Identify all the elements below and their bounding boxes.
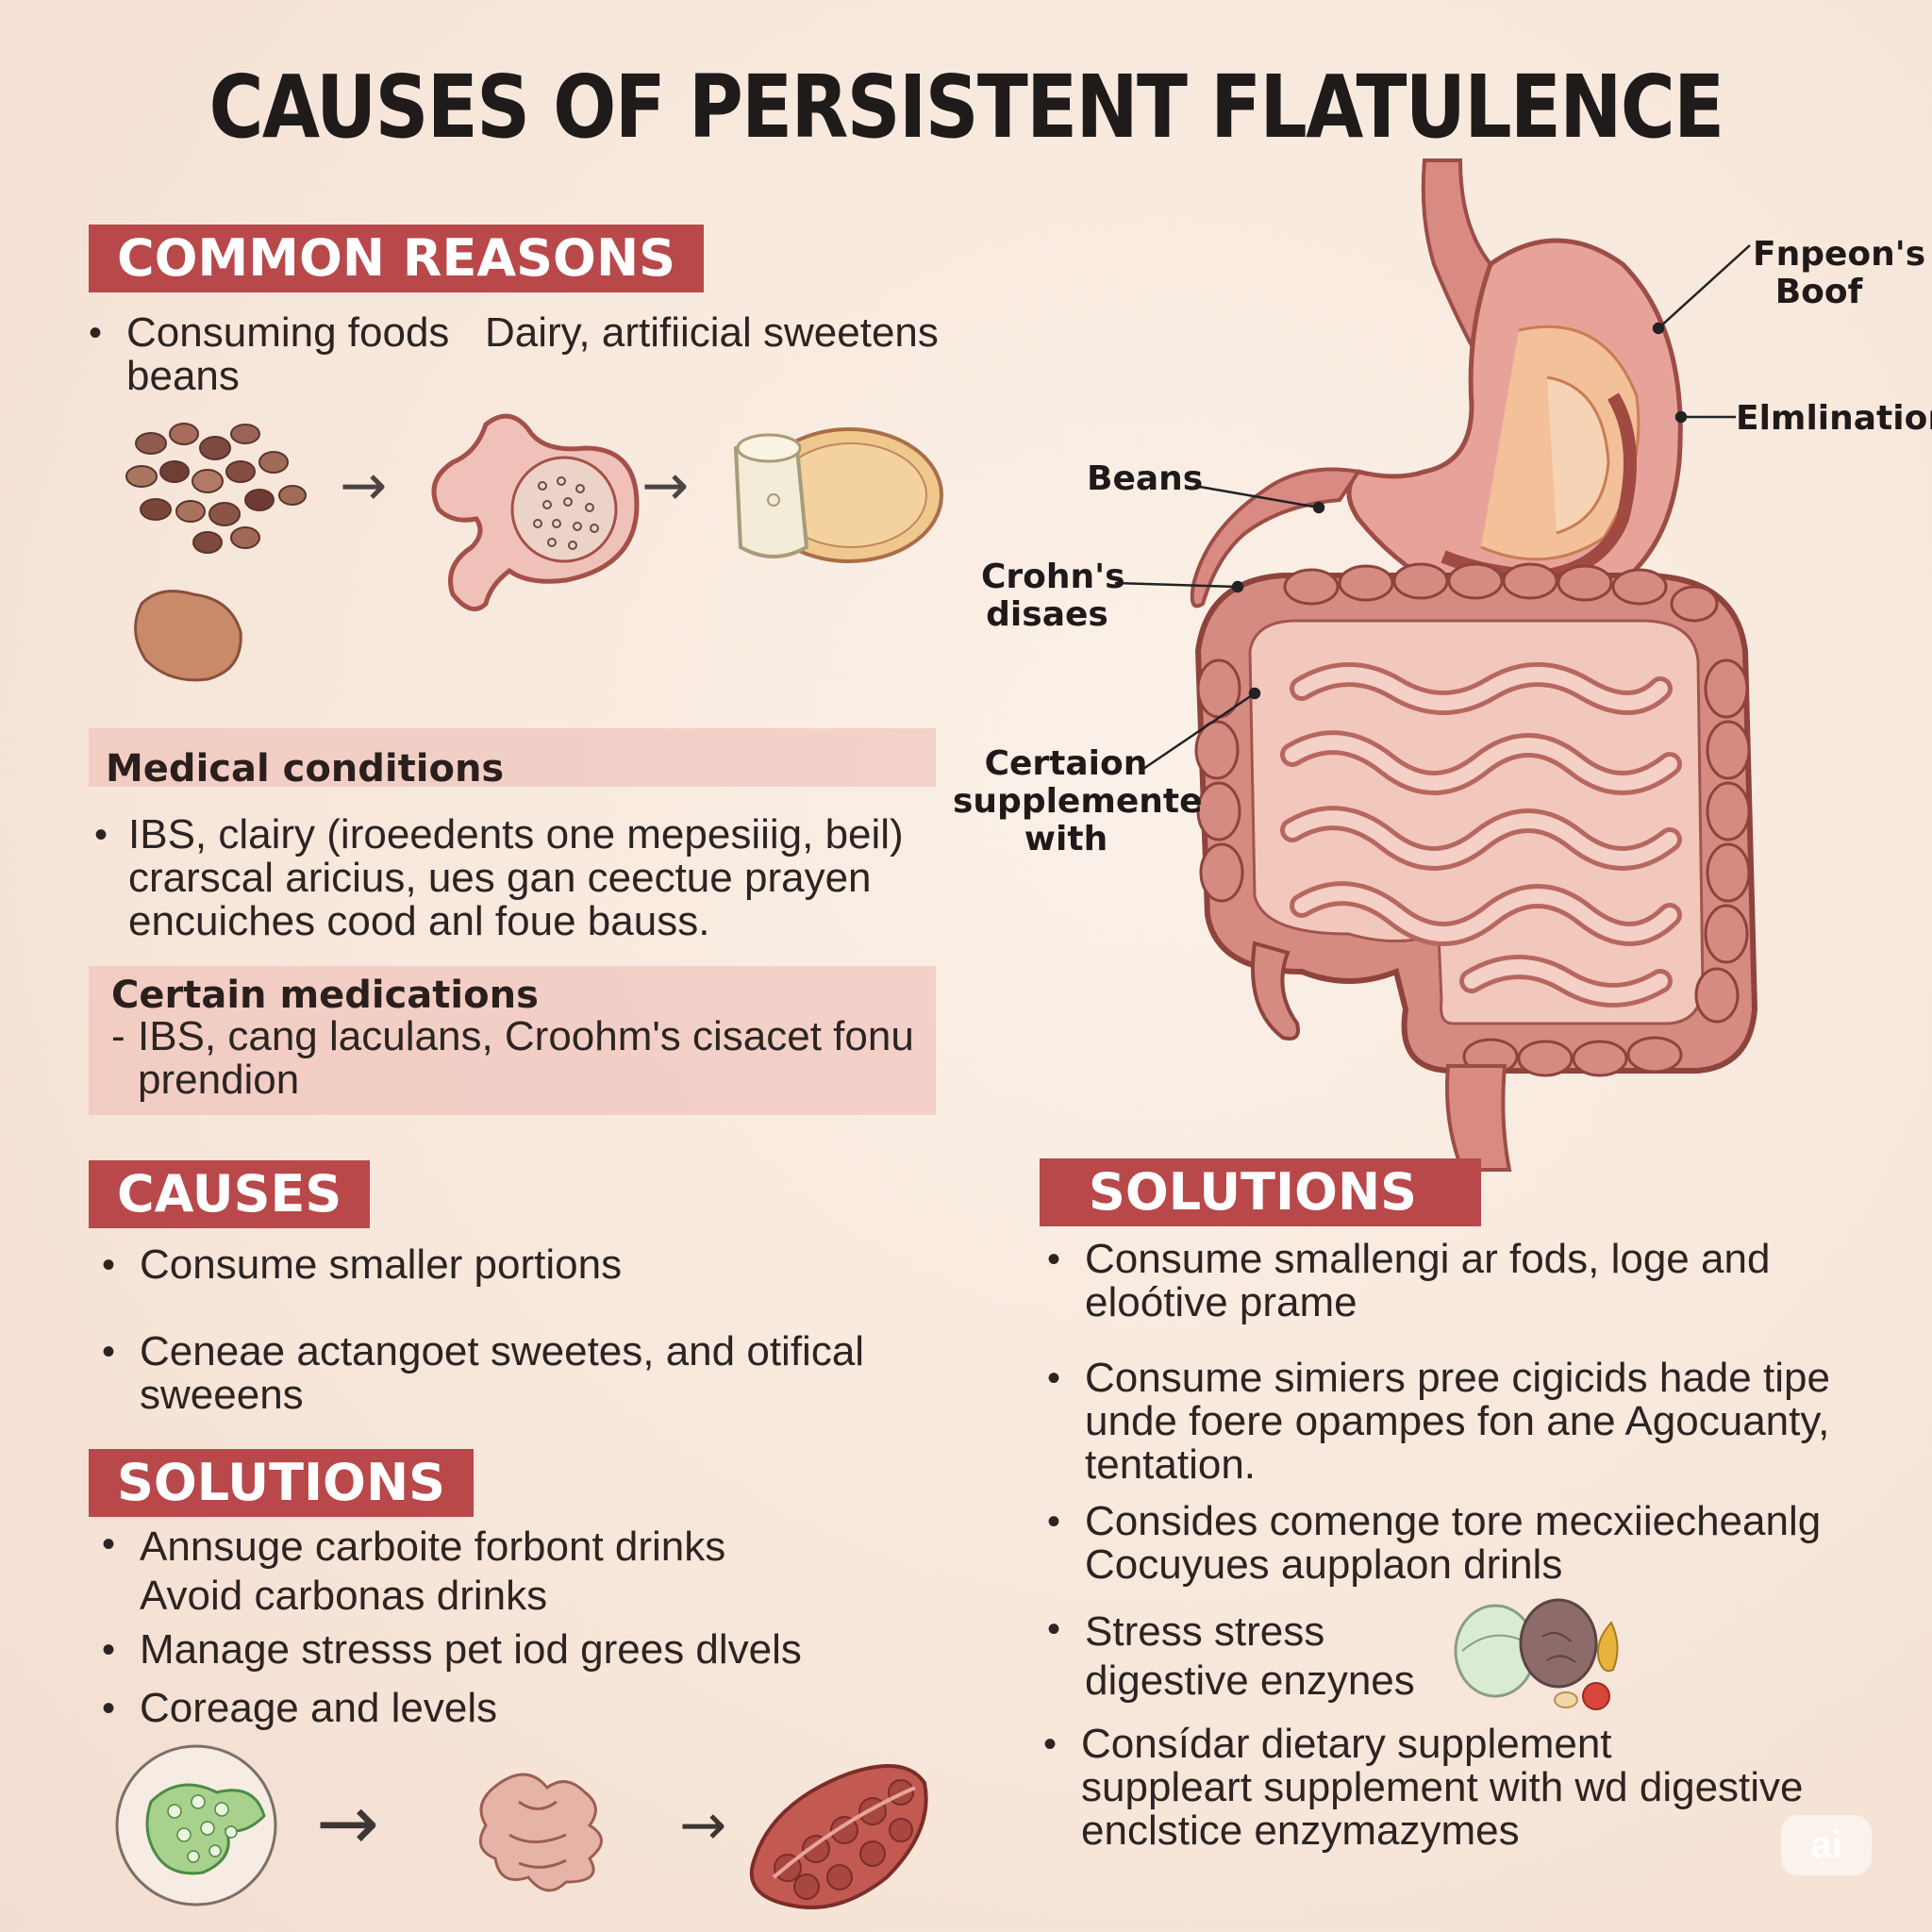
bullet-dot: •	[102, 1244, 116, 1286]
certain-medications-bullet: - IBS, cang laculans, Croohm's cisacet f…	[111, 1015, 941, 1102]
causes-heading: CAUSES	[89, 1160, 371, 1228]
bullet-dot: •	[1047, 1357, 1061, 1399]
solutions-right-bullet-5: • Consídar dietary supplement suppleart …	[1043, 1723, 1911, 1853]
causes-bullet-1-text: Consume smaller portions	[140, 1241, 623, 1288]
bottom-illustrations: → →	[115, 1744, 928, 1909]
digestive-system-diagram	[1114, 158, 1758, 1172]
solutions-right-bullet-4-text: Stress stress digestive enzynes	[1085, 1608, 1415, 1704]
label-crohns: Crohn's disaes	[981, 558, 1125, 634]
bullet-dot: •	[102, 1629, 116, 1671]
arrow-icon: →	[679, 1792, 726, 1858]
common-reasons-bullet-left: • Consuming foods beans	[89, 311, 504, 398]
solutions-right-bullet-4: • Stress stress digestive enzynes	[1047, 1607, 1462, 1706]
solutions-right-bullet-5-text: Consídar dietary supplement suppleart su…	[1081, 1721, 1804, 1854]
beans-illustration	[125, 423, 307, 554]
medical-conditions-text: IBS, clairy (iroeedents one mepesiiig, b…	[128, 811, 904, 944]
causes-bullet-2: • Ceneae actangoet sweetes, and otifical…	[102, 1330, 932, 1417]
bullet-dot: •	[1047, 1501, 1061, 1542]
arrow-icon: →	[641, 453, 689, 519]
solutions-left-bullet-1-text: Annsuge carboite forbont drinks Avoid ca…	[140, 1524, 726, 1619]
solutions-right-bullet-1: • Consume smallengi ar fods, loge and el…	[1047, 1238, 1896, 1324]
solutions-right-bullet-3: • Consides comenge tore mecxiiecheanlg C…	[1047, 1500, 1896, 1587]
dairy-illustration	[733, 427, 943, 563]
medical-conditions-heading: Medical conditions	[106, 747, 505, 791]
common-reasons-heading: COMMON REASONS	[89, 225, 705, 292]
rectum	[1445, 1064, 1512, 1172]
arrow-icon: →	[316, 1779, 379, 1867]
page-title: CAUSES OF PERSISTENT FLATULENCE	[208, 57, 1725, 158]
common-reasons-bullet-left-text: Consuming foods beans	[126, 309, 450, 399]
certain-medications-text: IBS, cang laculans, Croohm's cisacet fon…	[138, 1013, 914, 1103]
arrow-icon: →	[340, 453, 387, 519]
medical-conditions-band	[89, 728, 936, 787]
solutions-right-bullet-2-text: Consume simiers pree cigicids hade tipe …	[1085, 1355, 1830, 1488]
bullet-dot: •	[102, 1524, 116, 1565]
common-reasons-bullet-right-text: Dairy, artifiicial sweetens	[485, 309, 939, 356]
label-top-right: Fnpeon's Boof	[1753, 235, 1926, 311]
label-eliminations: Elmlinations	[1736, 399, 1932, 438]
intestine-piece-illustration	[478, 1773, 603, 1892]
bacteria-illustration	[115, 1744, 277, 1907]
solutions-left-bullet-3-text: Coreage and levels	[140, 1685, 498, 1731]
bullet-dot: •	[102, 1688, 116, 1729]
bullet-dot: •	[94, 814, 108, 856]
certain-medications-band	[89, 966, 936, 1115]
food-lump-illustration	[134, 590, 242, 682]
watermark-badge: ai	[1781, 1815, 1872, 1875]
bullet-dot: •	[102, 1331, 116, 1373]
solutions-right-bullet-2: • Consume simiers pree cigicids hade tip…	[1047, 1357, 1896, 1487]
solutions-left-bullet-2: • Manage stresss pet iod grees dlvels	[102, 1628, 932, 1672]
solutions-left-bullet-1: • Annsuge carboite forbont drinks Avoid …	[102, 1523, 932, 1621]
label-supplements: Certaion supplemente with	[953, 744, 1203, 858]
solutions-left-heading: SOLUTIONS	[89, 1449, 475, 1517]
solutions-left-bullet-2-text: Manage stresss pet iod grees dlvels	[140, 1626, 802, 1673]
duodenum	[1190, 467, 1362, 608]
food-illustrations: → →	[125, 413, 943, 682]
supplement-illustration	[1454, 1598, 1619, 1710]
solutions-left-bullet-3: • Coreage and levels	[102, 1687, 932, 1730]
appendix	[1251, 941, 1300, 1041]
bullet-dot: •	[1047, 1239, 1061, 1280]
causes-bullet-1: • Consume smaller portions	[102, 1243, 932, 1287]
solutions-right-heading: SOLUTIONS	[1040, 1158, 1482, 1226]
causes-bullet-2-text: Ceneae actangoet sweetes, and otifical s…	[140, 1328, 865, 1418]
certain-medications-heading: Certain medications	[111, 974, 539, 1017]
inflamed-colon-illustration	[749, 1764, 928, 1909]
dash-glyph: -	[111, 1013, 125, 1059]
common-reasons-bullet-right: Dairy, artifiicial sweetens	[485, 311, 975, 355]
bullet-dot: •	[89, 312, 103, 354]
solutions-right-bullet-3-text: Consides comenge tore mecxiiecheanlg Coc…	[1085, 1498, 1822, 1588]
bullet-dot: •	[1043, 1724, 1058, 1765]
label-beans: Beans	[1087, 459, 1204, 498]
medical-conditions-bullet: • IBS, clairy (iroeedents one mepesiiig,…	[94, 813, 943, 943]
stomach-illustration	[431, 413, 640, 612]
bullet-dot: •	[1047, 1608, 1061, 1650]
solutions-right-bullet-1-text: Consume smallengi ar fods, loge and eloó…	[1085, 1236, 1771, 1325]
